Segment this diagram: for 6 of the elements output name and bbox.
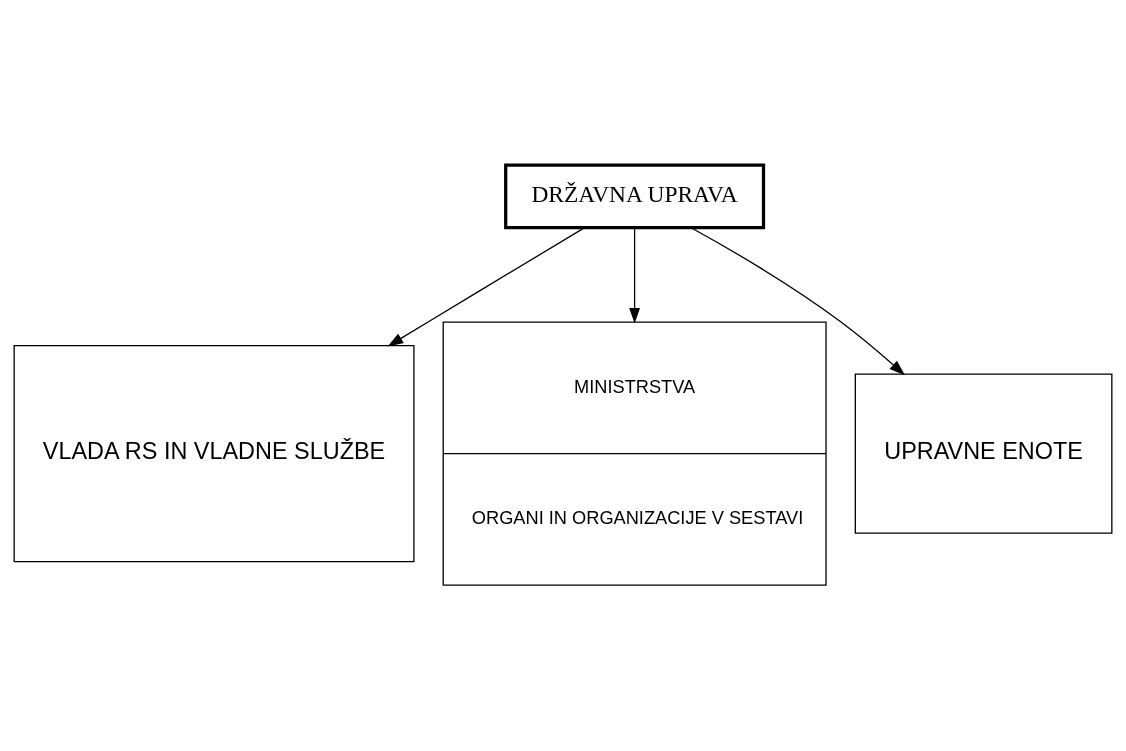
node-box: DRŽAVNA UPRAVA [504, 163, 766, 230]
arrow [387, 227, 585, 347]
node-box: VLADA RS IN VLADNE SLUŽBE [13, 344, 415, 563]
arrow [629, 227, 641, 324]
node-box: UPRAVNE ENOTE [854, 373, 1113, 534]
arrow [690, 227, 905, 376]
